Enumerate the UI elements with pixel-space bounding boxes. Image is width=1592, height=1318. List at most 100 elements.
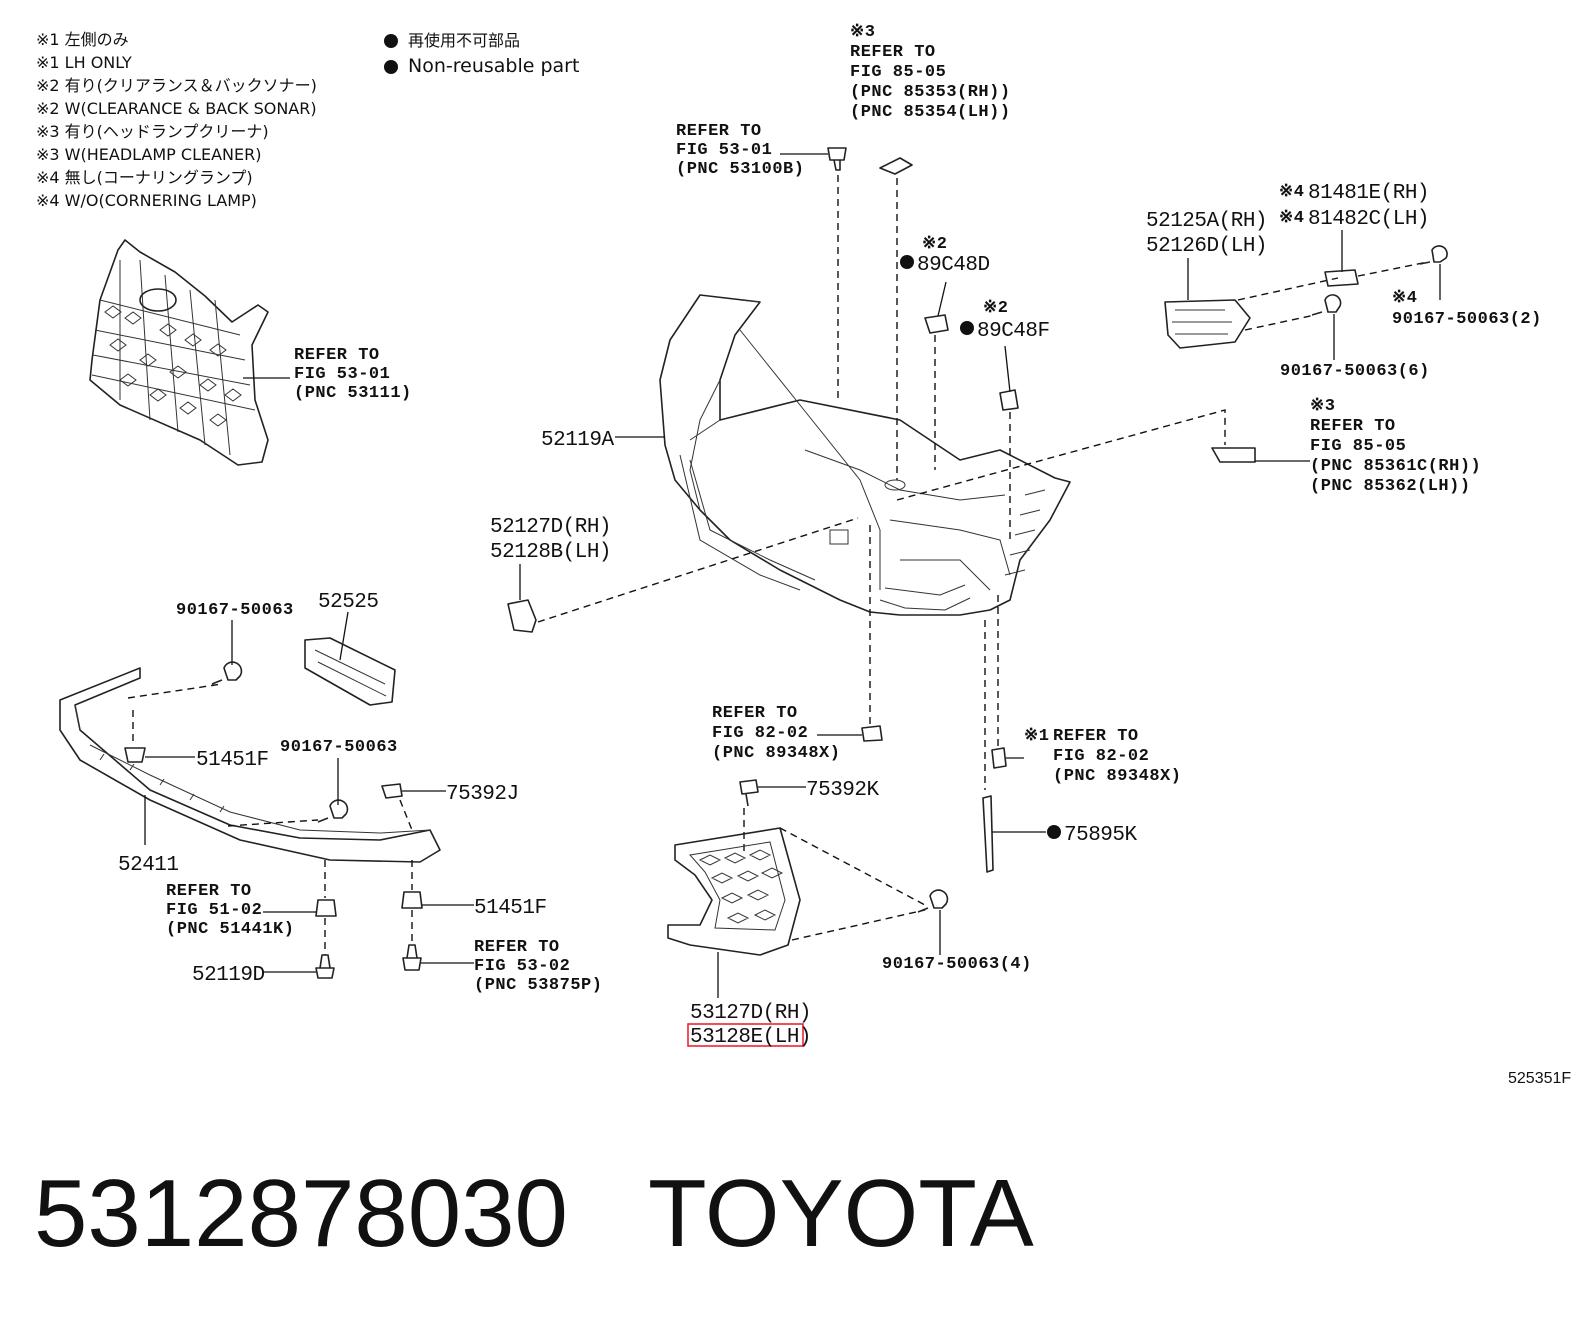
lower-spoiler-drawing xyxy=(59,667,441,863)
right-ref-star: ※3 xyxy=(1310,397,1335,416)
screw-icon xyxy=(1311,294,1342,316)
right-ref-line1: REFER TO xyxy=(1310,417,1396,436)
label-52125A: 52125A(RH) xyxy=(1146,210,1267,233)
sensor-ref-line3: (PNC 89348X) xyxy=(712,744,840,763)
brand-name: TOYOTA xyxy=(648,1160,1034,1267)
legend: 再使用不可部品 Non-reusable part xyxy=(384,31,579,77)
mold-ref-line3: (PNC 53875P) xyxy=(474,976,602,995)
retainer-clip-icon xyxy=(401,891,423,909)
ret-ref-line3: (PNC 51441K) xyxy=(166,920,294,939)
retainer-clip-icon xyxy=(315,899,337,917)
label-81481E: 81481E(RH) xyxy=(1308,182,1429,205)
mold-ref-line1: REFER TO xyxy=(474,938,560,957)
note-7: ※4 無し(コーナリングランプ) xyxy=(36,168,253,187)
sonar-bracket-icon xyxy=(924,314,949,334)
label-75392J: 75392J xyxy=(446,783,519,806)
spoiler-bracket-icon xyxy=(304,637,396,706)
screw-icon xyxy=(917,889,949,913)
right-ref-line4: (PNC 85362(LH)) xyxy=(1310,477,1471,496)
mold-ref-line2: FIG 53-02 xyxy=(474,957,570,976)
89C48F-star: ※2 xyxy=(983,299,1008,318)
screw-icon xyxy=(211,661,243,685)
label-89C48F: 89C48F xyxy=(977,320,1050,343)
label-52119A: 52119A xyxy=(541,429,615,452)
screw-icon xyxy=(317,799,349,823)
top-ref-line1: REFER TO xyxy=(850,43,936,62)
note-1: ※1 左側のみ xyxy=(36,30,129,49)
cornering-lamp-icon xyxy=(1164,299,1251,349)
fastener-icon xyxy=(739,779,759,807)
81481E-star: ※4 xyxy=(1279,183,1304,202)
highlight-box xyxy=(687,1023,804,1047)
label-52411: 52411 xyxy=(118,854,179,877)
label-90167-50063-6: 90167-50063(6) xyxy=(1280,362,1430,381)
note-2: ※1 LH ONLY xyxy=(36,53,132,72)
note-6: ※3 W(HEADLAMP CLEANER) xyxy=(36,145,261,164)
sensor2-ref-line3: (PNC 89348X) xyxy=(1053,767,1181,786)
grille-ref-line1: REFER TO xyxy=(294,346,380,365)
screw-icon xyxy=(315,954,335,979)
81482C-star: ※4 xyxy=(1279,209,1304,228)
label-51451F-b: 51451F xyxy=(474,897,547,920)
tow-hook-cover-icon xyxy=(507,599,537,633)
lamp-bracket-icon xyxy=(1324,269,1359,287)
non-reusable-dot-icon xyxy=(960,321,974,335)
non-reusable-dot-icon xyxy=(384,34,398,48)
sonar-bracket-icon xyxy=(999,389,1019,411)
label-53128E: 53128E(LH) xyxy=(690,1026,811,1049)
top-ref-line3: (PNC 85353(RH)) xyxy=(850,83,1011,102)
sensor-clip-icon xyxy=(991,747,1007,769)
clip-ref-line1: REFER TO xyxy=(676,122,762,141)
sensor2-ref-star: ※1 xyxy=(1024,727,1049,746)
label-90167-50063-4: 90167-50063(4) xyxy=(882,955,1032,974)
top-ref-line2: FIG 85-05 xyxy=(850,63,946,82)
label-53127D: 53127D(RH) xyxy=(690,1002,811,1025)
headlamp-cleaner-cap-icon xyxy=(879,157,913,175)
right-ref-line3: (PNC 85361C(RH)) xyxy=(1310,457,1481,476)
ret-ref-line2: FIG 51-02 xyxy=(166,901,262,920)
retainer-clip-icon xyxy=(124,747,146,763)
headlamp-cleaner-cover-icon xyxy=(1211,447,1256,463)
label-90167-50063-2: 90167-50063(2) xyxy=(1392,310,1542,329)
note-4: ※2 W(CLEARANCE & BACK SONAR) xyxy=(36,99,317,118)
screw-icon xyxy=(1419,245,1448,265)
legend-en: Non-reusable part xyxy=(408,55,579,77)
top-ref-star: ※3 xyxy=(850,23,875,42)
note-5: ※3 有り(ヘッドランプクリーナ) xyxy=(36,122,269,141)
label-52126D: 52126D(LH) xyxy=(1146,235,1267,258)
molding-strip-icon xyxy=(982,795,994,873)
sensor-ref-line1: REFER TO xyxy=(712,704,798,723)
label-90167-50063-b: 90167-50063 xyxy=(280,738,398,757)
screw-icon xyxy=(402,944,422,971)
label-75895K: 75895K xyxy=(1064,824,1138,847)
label-81482C: 81482C(LH) xyxy=(1308,208,1429,231)
legend-jp: 再使用不可部品 xyxy=(408,31,520,50)
label-51451F-a: 51451F xyxy=(196,749,269,772)
label-52127D: 52127D(RH) xyxy=(490,516,611,539)
grille-ref-line2: FIG 53-01 xyxy=(294,365,390,384)
top-ref-line4: (PNC 85354(LH)) xyxy=(850,103,1011,122)
non-reusable-dot-icon xyxy=(1047,825,1061,839)
90167-2-star: ※4 xyxy=(1392,289,1417,308)
note-8: ※4 W/O(CORNERING LAMP) xyxy=(36,191,257,210)
grille-drawing xyxy=(89,239,269,466)
ret-ref-line1: REFER TO xyxy=(166,882,252,901)
clip-ref-line2: FIG 53-01 xyxy=(676,141,772,160)
sensor2-ref-line1: REFER TO xyxy=(1053,727,1139,746)
clip-icon xyxy=(827,147,847,171)
label-89C48D: 89C48D xyxy=(917,254,990,277)
label-90167-50063-a: 90167-50063 xyxy=(176,601,294,620)
label-52525: 52525 xyxy=(318,591,379,614)
note-3: ※2 有り(クリアランス＆バックソナー) xyxy=(36,76,317,95)
bumper-cover-drawing xyxy=(659,294,1071,616)
sensor-ref-line2: FIG 82-02 xyxy=(712,724,808,743)
figure-code: 525351F xyxy=(1508,1070,1571,1087)
label-75392K: 75392K xyxy=(806,779,880,802)
label-52128B: 52128B(LH) xyxy=(490,541,611,564)
non-reusable-dot-icon xyxy=(384,60,398,74)
sensor-clip-icon xyxy=(861,725,883,742)
sensor2-ref-line2: FIG 82-02 xyxy=(1053,747,1149,766)
clip-ref-line3: (PNC 53100B) xyxy=(676,160,804,179)
right-ref-line2: FIG 85-05 xyxy=(1310,437,1406,456)
